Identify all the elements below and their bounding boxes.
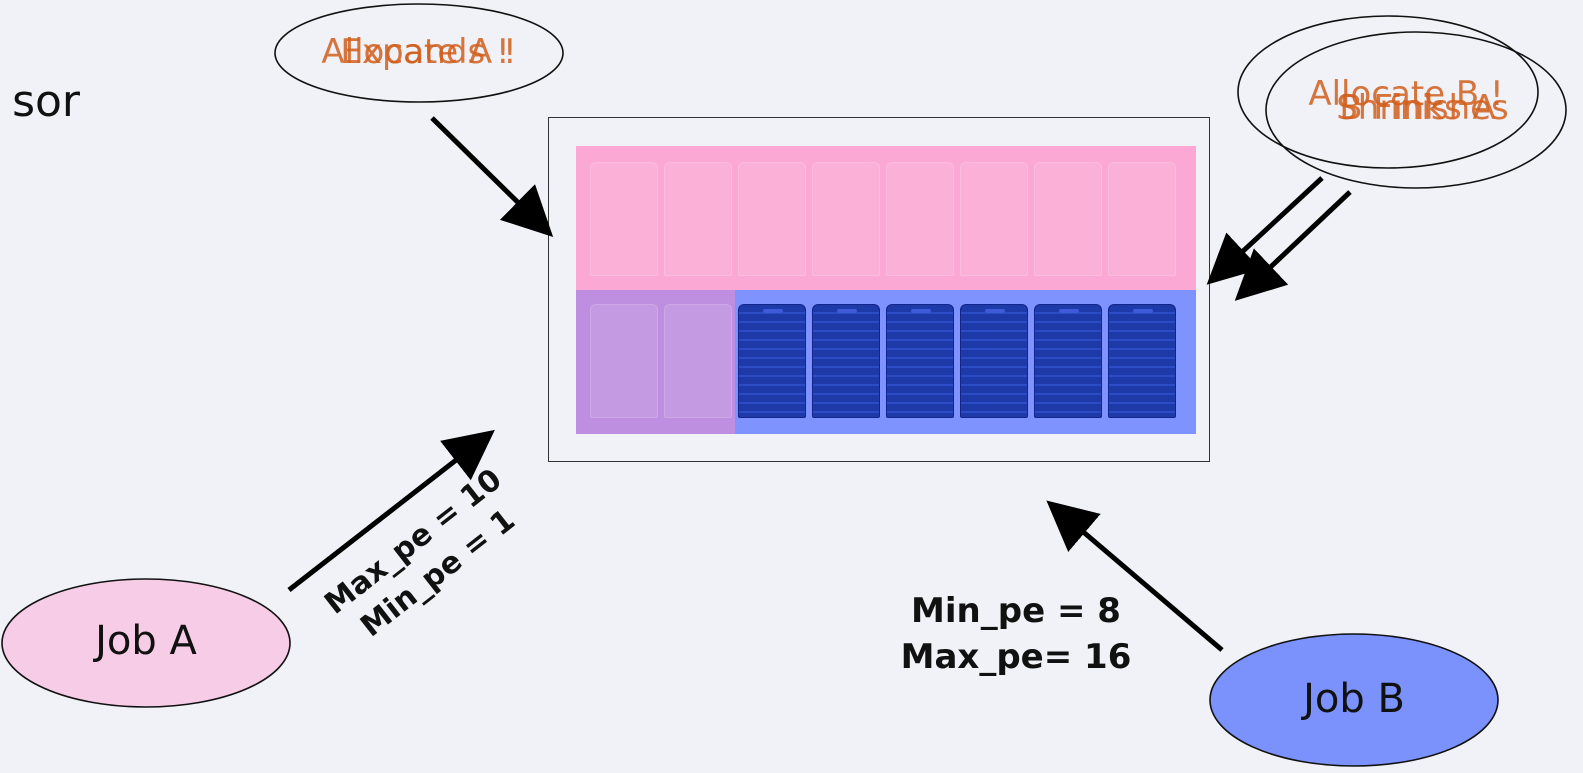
- job-a-bubble-text-1: Allocate A !: [321, 32, 517, 72]
- processor-node-bottom-7: [1034, 304, 1102, 418]
- job-b-bubble-text-3: B Finishes: [1339, 88, 1509, 128]
- job-b-ellipse[interactable]: [1209, 633, 1499, 767]
- slide-title-fragment: sor: [12, 76, 80, 127]
- bubble-b-to-cluster-arrow-1: [1206, 176, 1324, 285]
- processor-node-bottom-3: [738, 304, 806, 418]
- processor-node-bottom-5: [886, 304, 954, 418]
- processor-node-top-8: [1108, 162, 1176, 276]
- job-b-min-pe: Min_pe = 8: [911, 591, 1121, 631]
- processor-node-top-7: [1034, 162, 1102, 276]
- processor-node-top-5: [886, 162, 954, 276]
- job-a-status-bubble: [274, 3, 564, 103]
- processor-node-bottom-2: [664, 304, 732, 418]
- job-b-request-labels: Min_pe = 8 Max_pe= 16: [876, 588, 1156, 680]
- processor-node-top-1: [590, 162, 658, 276]
- job-b-bubble-text-2: Shrinks A: [1336, 88, 1496, 128]
- bubble-b-to-cluster-arrow-2: [1234, 190, 1352, 301]
- bubble-a-to-cluster-arrow: [430, 116, 554, 238]
- processor-node-bottom-6: [960, 304, 1028, 418]
- processor-node-bottom-1: [590, 304, 658, 418]
- processor-row-top: [576, 146, 1196, 290]
- job-b-status-bubble-back: [1237, 15, 1539, 169]
- job-a-ellipse[interactable]: [1, 578, 291, 708]
- job-b-status-bubble-front: [1265, 31, 1567, 189]
- job-b-max-pe: Max_pe= 16: [900, 637, 1132, 677]
- job-a-bubble-text-2: Expands !: [340, 32, 510, 72]
- job-a-shared-region: [576, 290, 735, 434]
- processor-node-top-3: [738, 162, 806, 276]
- job-b-label: Job B: [1303, 676, 1405, 722]
- job-a-request-arrow: [287, 429, 495, 592]
- processor-node-bottom-8: [1108, 304, 1176, 418]
- processor-node-top-4: [812, 162, 880, 276]
- job-a-label: Job A: [95, 618, 197, 664]
- processor-node-top-2: [664, 162, 732, 276]
- processor-node-bottom-4: [812, 304, 880, 418]
- processor-node-top-6: [960, 162, 1028, 276]
- job-b-request-arrow: [1046, 500, 1224, 652]
- job-b-bubble-text-1: Allocate B !: [1308, 74, 1504, 114]
